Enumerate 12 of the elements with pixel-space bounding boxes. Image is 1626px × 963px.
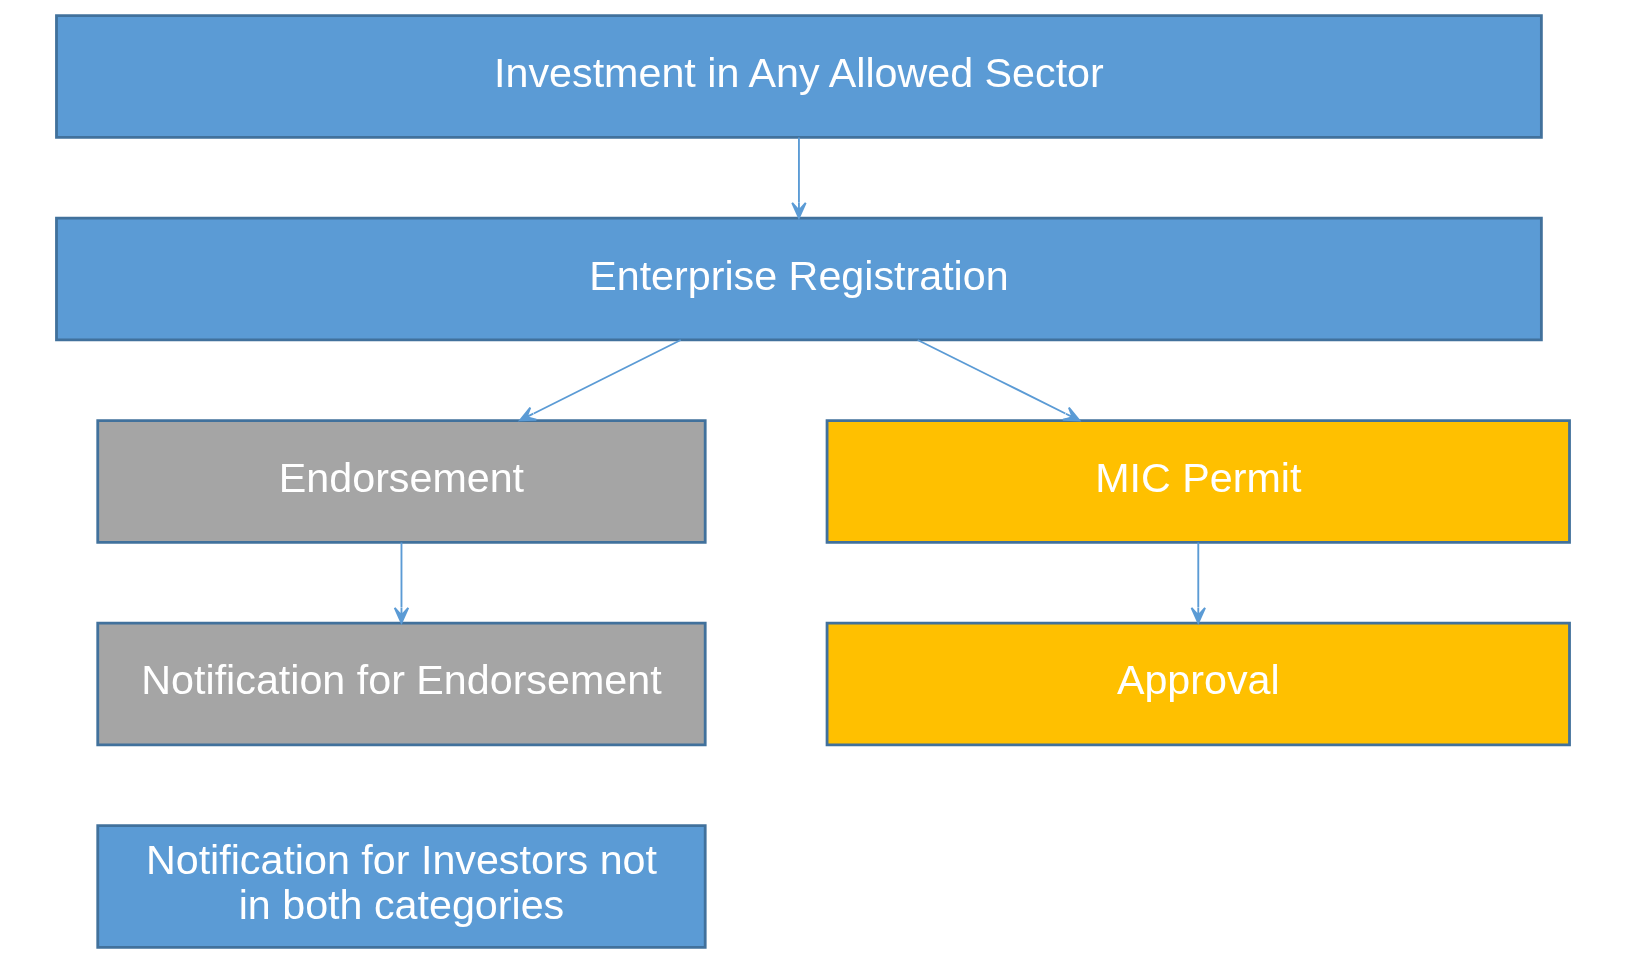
arrow: [518, 339, 682, 422]
arrow: [916, 339, 1081, 422]
node-box: Investment in Any Allowed Sector: [55, 14, 1543, 139]
node-box: Notification for Endorsement: [96, 621, 707, 747]
node-box: Enterprise Registration: [55, 216, 1543, 342]
node-box: MIC Permit: [825, 419, 1571, 544]
node-box: Endorsement: [96, 419, 707, 544]
arrow: [1190, 541, 1206, 624]
arrow: [393, 541, 410, 624]
arrow: [791, 136, 807, 219]
node-box: Notification for Investors not in both categories: [96, 824, 707, 949]
node-box: Approval: [825, 621, 1571, 747]
